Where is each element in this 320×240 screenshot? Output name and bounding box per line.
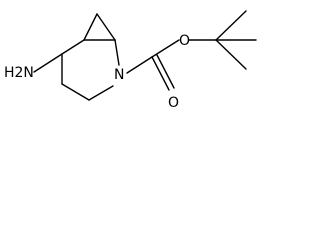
- bond-c1-c5: [61, 39, 85, 55]
- bond-n-c7: [114, 39, 120, 66]
- bond-cyclopropane-top-right: [96, 13, 116, 41]
- bond-carbonyl-ether-o: [151, 39, 180, 58]
- bond-n-carbonyl: [126, 56, 153, 74]
- amine-label: H2N: [4, 65, 34, 81]
- bond-tbutyl-methyl-bottom: [215, 39, 247, 70]
- bond-cyclopropane-top-left: [83, 13, 98, 41]
- ring-nitrogen-label: N: [114, 67, 124, 83]
- bond-c4-c3: [61, 83, 90, 101]
- bond-tbutyl-methyl-top: [215, 10, 247, 41]
- ether-oxygen-label: O: [179, 33, 190, 49]
- bond-c5-amine: [33, 53, 63, 73]
- chemical-structure-diagram: H2N N O O: [4, 10, 257, 111]
- bond-c3-n: [88, 85, 114, 101]
- carbonyl-oxygen-label: O: [168, 95, 179, 111]
- bond-carbonyl-double-a: [151, 56, 170, 91]
- bond-carbonyl-double-b: [156, 54, 175, 89]
